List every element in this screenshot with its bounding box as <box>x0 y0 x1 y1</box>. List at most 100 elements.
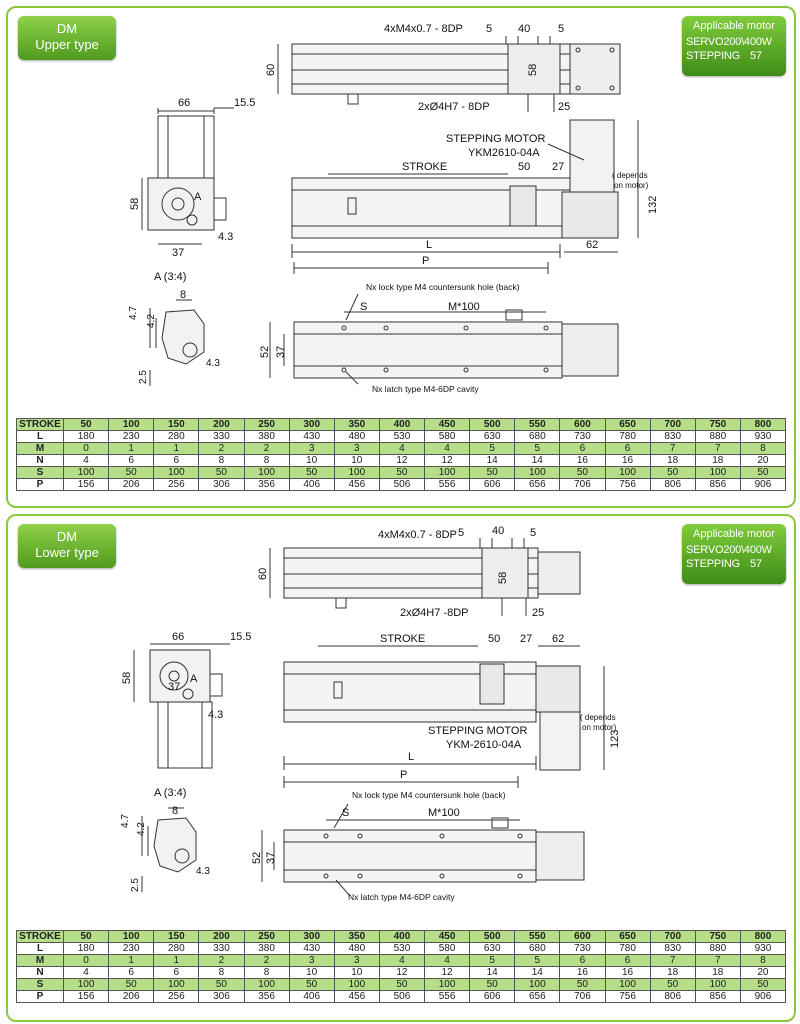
dim-132: 132 <box>647 196 659 214</box>
spec-cell: 406 <box>288 990 335 1003</box>
spec-cell: 780 <box>604 430 651 443</box>
spec-cell: 700 <box>649 930 696 943</box>
spec-cell: 4 <box>378 954 426 967</box>
spec-row-header: STROKE <box>16 930 64 943</box>
spec-cell: 550 <box>514 930 561 943</box>
spec-row-header: N <box>16 966 64 979</box>
nx-latch-note: Nx latch type M4-6DP cavity <box>348 892 455 902</box>
dim-8: 8 <box>180 289 186 301</box>
depends-note-1: ( depends <box>612 171 648 180</box>
spec-cell: 556 <box>423 990 471 1003</box>
spec-cell: 400 <box>378 930 426 943</box>
spec-cell: 100 <box>108 418 155 431</box>
bottom-view <box>269 262 619 385</box>
spec-cell: 300 <box>288 930 335 943</box>
spec-cell: 600 <box>559 418 606 431</box>
spec-cell: 556 <box>423 478 471 491</box>
spec-cell: 10 <box>333 454 380 467</box>
dim-stroke: STROKE <box>380 633 425 645</box>
spec-cell: 1 <box>108 954 155 967</box>
spec-cell: 256 <box>153 990 200 1003</box>
dim-27: 27 <box>552 161 564 173</box>
dim-5b: 5 <box>558 23 564 35</box>
spec-cell: 16 <box>559 966 606 979</box>
spec-cell: 50 <box>62 930 110 943</box>
dim-tap-holes: 4xM4x0.7 - 8DP <box>384 23 463 35</box>
spec-cell: 606 <box>469 478 516 491</box>
spec-cell: 50 <box>62 418 110 431</box>
spec-cell: 100 <box>62 978 110 991</box>
dim-2-5: 2.5 <box>138 370 149 384</box>
spec-cell: 18 <box>649 454 696 467</box>
spec-cell: 750 <box>694 418 741 431</box>
dim-27: 27 <box>520 633 532 645</box>
dim-5a: 5 <box>458 527 464 539</box>
upper-type-badge: DM Upper type <box>18 16 116 60</box>
spec-cell: 830 <box>649 430 696 443</box>
spec-cell: 6 <box>108 454 155 467</box>
spec-cell: 8 <box>198 454 245 467</box>
spec-cell: 780 <box>604 942 651 955</box>
spec-cell: 756 <box>604 478 651 491</box>
spec-cell: 906 <box>739 990 787 1003</box>
spec-cell: 230 <box>108 942 155 955</box>
spec-cell: 706 <box>559 478 606 491</box>
point-a: A <box>190 673 198 685</box>
spec-cell: 450 <box>423 930 471 943</box>
spec-row-header: STROKE <box>16 418 64 431</box>
spec-cell: 7 <box>649 442 696 455</box>
dim-L: L <box>408 751 414 763</box>
spec-cell: 930 <box>739 430 787 443</box>
spec-cell: 306 <box>198 478 245 491</box>
spec-cell: 50 <box>469 466 516 479</box>
spec-cell: 50 <box>108 978 155 991</box>
spec-cell: 650 <box>604 418 651 431</box>
spec-row-header: L <box>16 942 64 955</box>
detail-a-label: A (3:4) <box>154 787 186 799</box>
spec-cell: 650 <box>604 930 651 943</box>
spec-cell: 430 <box>288 942 335 955</box>
depends-note-2: on motor) <box>582 723 617 732</box>
dim-50: 50 <box>488 633 500 645</box>
spec-cell: 100 <box>333 466 380 479</box>
dim-62: 62 <box>552 633 564 645</box>
stepping-label: STEPPING <box>686 558 741 570</box>
spec-cell: 100 <box>153 466 200 479</box>
spec-cell: 12 <box>423 966 471 979</box>
side-view <box>283 645 605 771</box>
spec-cell: 630 <box>469 942 516 955</box>
spec-cell: 580 <box>423 430 471 443</box>
spec-cell: 4 <box>423 442 471 455</box>
spec-cell: 3 <box>288 954 335 967</box>
motor-label-2: YKM2610-04A <box>468 147 540 159</box>
spec-cell: 250 <box>243 418 290 431</box>
spec-cell: 10 <box>333 966 380 979</box>
dim-4-2: 4.2 <box>146 314 157 328</box>
dim-L: L <box>426 239 432 251</box>
spec-cell: 330 <box>198 430 245 443</box>
spec-cell: 430 <box>288 430 335 443</box>
spec-cell: 250 <box>243 930 290 943</box>
dim-5a: 5 <box>486 23 492 35</box>
depends-note-1: ( depends <box>580 713 616 722</box>
spec-row-header: M <box>16 442 64 455</box>
dim-4-3b: 4.3 <box>206 358 220 369</box>
spec-cell: 3 <box>333 442 380 455</box>
nx-latch-note: Nx latch type M4-6DP cavity <box>372 384 479 394</box>
spec-cell: 630 <box>469 430 516 443</box>
spec-cell: 100 <box>423 466 471 479</box>
spec-row-header: S <box>16 466 64 479</box>
spec-cell: 150 <box>153 930 200 943</box>
servo-value: 200\400W <box>723 36 772 48</box>
dim-40: 40 <box>518 23 530 35</box>
spec-cell: 100 <box>514 978 561 991</box>
spec-cell: 20 <box>739 454 787 467</box>
spec-cell: 6 <box>559 442 606 455</box>
spec-cell: 12 <box>378 966 426 979</box>
dim-58-vertical: 58 <box>497 572 509 584</box>
spec-cell: 100 <box>604 978 651 991</box>
